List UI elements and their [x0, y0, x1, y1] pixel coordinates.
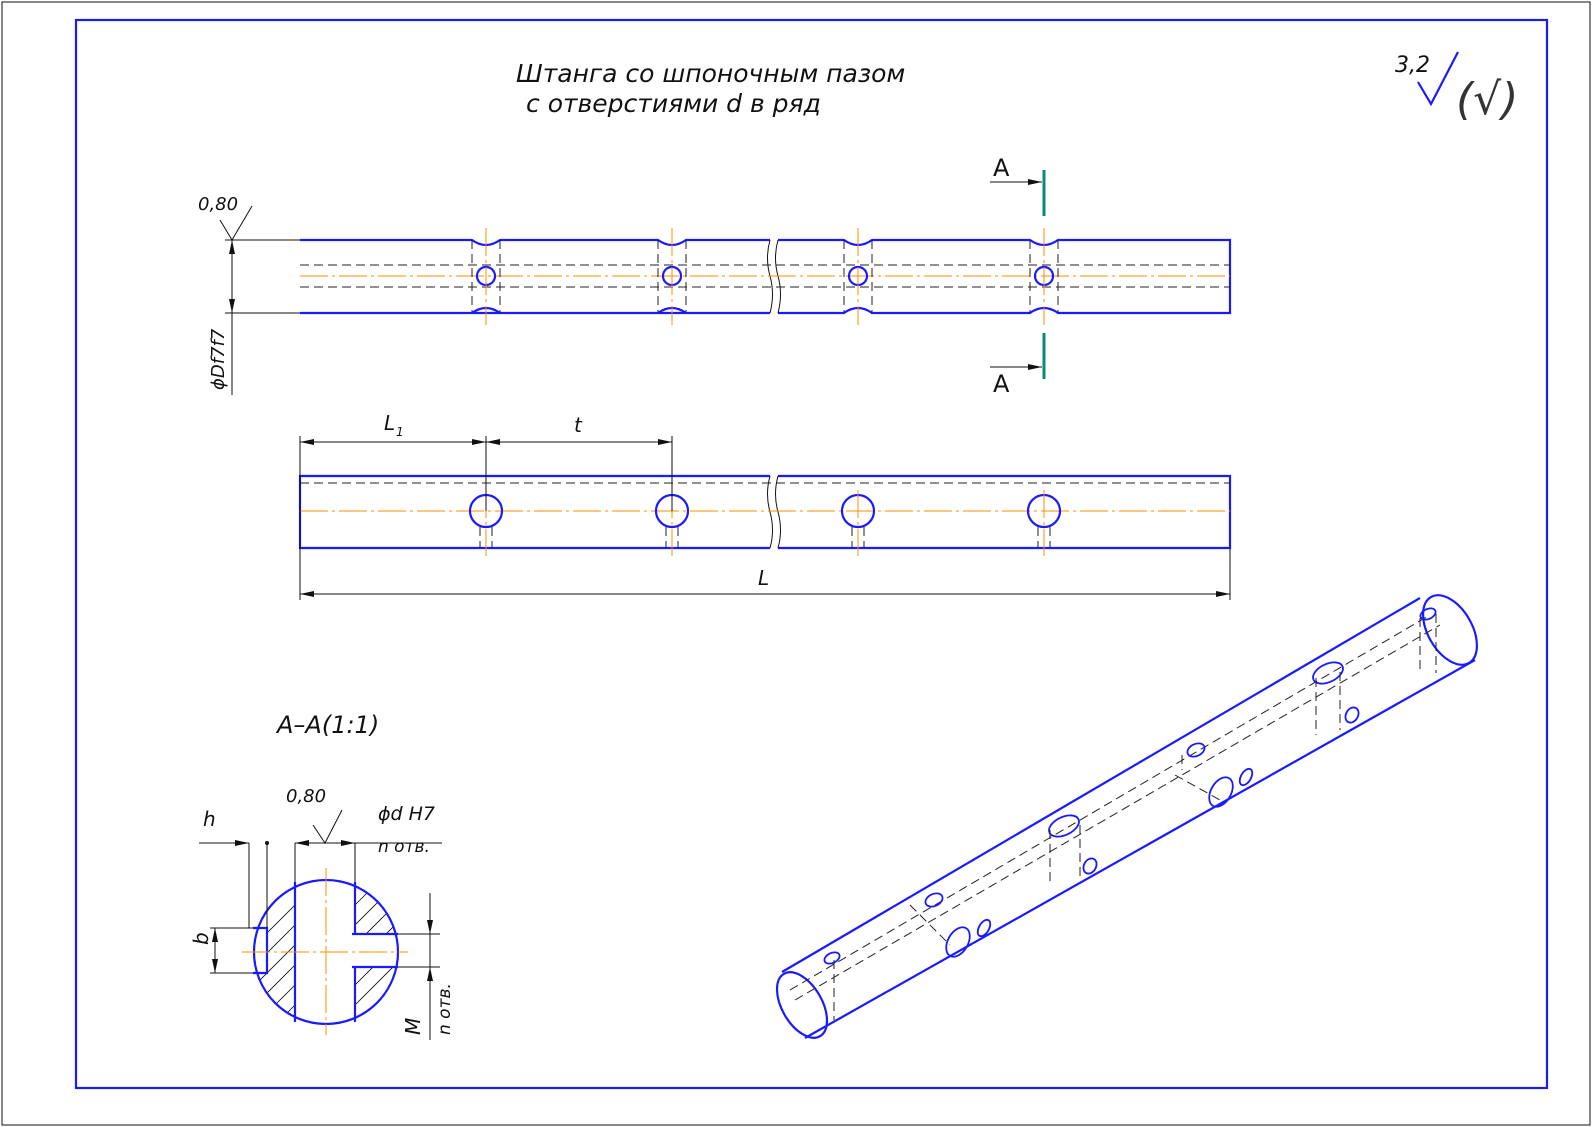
- dim-b-label: b: [189, 932, 213, 945]
- drawing-frame: [74, 18, 1549, 1090]
- dim-l1-subscript: 1: [396, 425, 404, 439]
- thread-label: M: [401, 1018, 425, 1035]
- roughness-symbol: 3,2 (√): [1395, 51, 1518, 125]
- section-mark-bottom: A: [993, 370, 1010, 398]
- isometric-view: [775, 594, 1479, 1039]
- top-roughness-label: 0,80: [198, 194, 238, 215]
- roughness-general: (√): [1456, 74, 1518, 125]
- roughness-value: 3,2: [1395, 53, 1430, 78]
- section-roughness-label: 0,80: [286, 786, 326, 807]
- top-view: 0,80 ϕDf7f7 A A: [198, 154, 1232, 398]
- title-line-2: с отверстиями d в ряд: [526, 89, 821, 118]
- dim-l-label: L: [758, 566, 769, 590]
- section-mark-top: A: [993, 154, 1010, 182]
- dim-l1-label: L: [384, 411, 395, 435]
- title-line-1: Штанга со шпоночным пазом: [516, 59, 905, 88]
- section-label: A–A(1:1): [275, 711, 379, 739]
- section-a-a: A–A(1:1) h 0,80 ϕd H7 n отв.: [189, 711, 455, 1040]
- hole-count-label: n отв.: [378, 837, 430, 857]
- dim-h-label: h: [203, 807, 216, 831]
- front-view: L 1 t L: [298, 411, 1232, 600]
- thread-count-label: n отв.: [435, 983, 455, 1035]
- diameter-label: ϕDf7f7: [208, 328, 229, 390]
- dim-t-label: t: [574, 413, 583, 437]
- hole-diameter-label: ϕd H7: [378, 803, 435, 825]
